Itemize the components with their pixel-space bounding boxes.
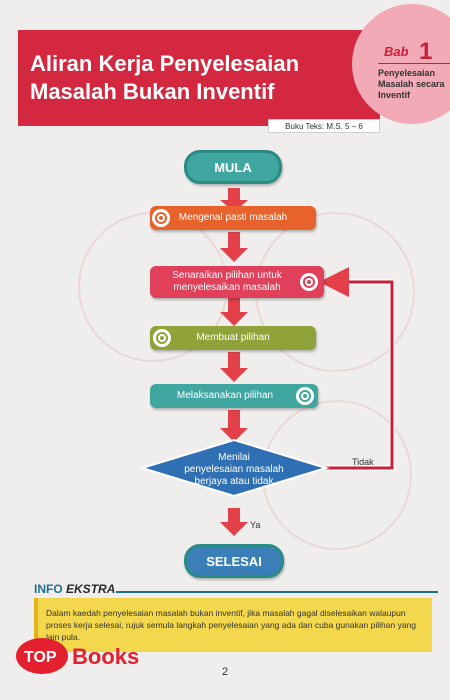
page-title: Aliran Kerja Penyelesaian Masalah Bukan … bbox=[30, 50, 350, 106]
arrow-step4-to-decision bbox=[220, 410, 248, 442]
info-ekstra-heading: INFO EKSTRA bbox=[34, 582, 115, 596]
chapter-subtitle: Penyelesaian Masalah secara Inventif bbox=[378, 68, 450, 101]
step-1-label: Mengenal pasti masalah bbox=[178, 212, 288, 223]
svg-text:Books: Books bbox=[72, 644, 139, 669]
decision-line-3: berjaya atau tidak bbox=[194, 476, 274, 487]
textbook-reference: Buku Teks: M.S. 5 – 6 bbox=[268, 119, 380, 133]
decision-text: Menilai penyelesaian masalah berjaya ata… bbox=[160, 452, 308, 488]
arrow-step3-to-step4 bbox=[220, 352, 248, 382]
chapter-number: 1 bbox=[419, 38, 433, 65]
decision-diamond-shape bbox=[138, 438, 330, 498]
step-3-label: Membuat pilihan bbox=[196, 332, 270, 343]
arrow-decision-to-end bbox=[220, 508, 248, 536]
step-list-options: Senaraikan pilihan untuk menyelesaikan m… bbox=[150, 266, 324, 298]
chapter-divider bbox=[378, 63, 450, 64]
feedback-loop-arrow bbox=[319, 267, 394, 470]
page-title-line-1: Aliran Kerja Penyelesaian bbox=[30, 51, 300, 76]
chapter-subtitle-line-1: Penyelesaian bbox=[378, 68, 436, 78]
step-implement-choice: Melaksanakan pilihan bbox=[150, 384, 318, 408]
chapter-subtitle-line-3: Inventif bbox=[378, 90, 411, 100]
decision-line-1: Menilai bbox=[218, 452, 250, 463]
page-title-line-2: Masalah Bukan Inventif bbox=[30, 79, 275, 104]
info-text: Dalam kaedah penyelesaian masalah bukan … bbox=[46, 608, 416, 642]
start-terminal: MULA bbox=[184, 150, 282, 184]
svg-text:TOP: TOP bbox=[24, 649, 57, 666]
info-box bbox=[34, 598, 432, 652]
arrow-step2-to-step3 bbox=[220, 298, 248, 326]
end-terminal: SELESAI bbox=[184, 544, 284, 578]
ekstra-word: EKSTRA bbox=[66, 582, 116, 596]
target-icon bbox=[153, 329, 171, 347]
page-number: 2 bbox=[221, 666, 229, 678]
arrow-step1-to-step2 bbox=[220, 232, 248, 262]
header-banner bbox=[18, 30, 380, 126]
target-icon bbox=[300, 273, 318, 291]
step-4-label: Melaksanakan pilihan bbox=[176, 390, 274, 401]
info-word: INFO bbox=[34, 582, 63, 596]
start-label: MULA bbox=[214, 159, 252, 175]
step-identify-problem: Mengenal pasti masalah bbox=[150, 206, 316, 230]
yes-branch-label: Ya bbox=[250, 520, 261, 530]
target-icon bbox=[296, 387, 314, 405]
chapter-subtitle-line-2: Masalah secara bbox=[378, 79, 445, 89]
no-branch-label: Tidak bbox=[352, 457, 374, 467]
chapter-badge bbox=[352, 4, 450, 124]
step-2-label-line-2: menyelesaikan masalah bbox=[173, 282, 281, 293]
end-label: SELESAI bbox=[206, 553, 262, 569]
info-heading-rule bbox=[116, 591, 438, 593]
chapter-label: Bab bbox=[384, 44, 409, 59]
feedback-loop-outline bbox=[326, 279, 395, 471]
decision-line-2: penyelesaian masalah bbox=[184, 464, 284, 475]
step-make-choice: Membuat pilihan bbox=[150, 326, 316, 350]
target-icon bbox=[152, 209, 170, 227]
step-2-label-line-1: Senaraikan pilihan untuk bbox=[172, 270, 282, 281]
topbooks-logo: TOP Books bbox=[16, 638, 139, 674]
